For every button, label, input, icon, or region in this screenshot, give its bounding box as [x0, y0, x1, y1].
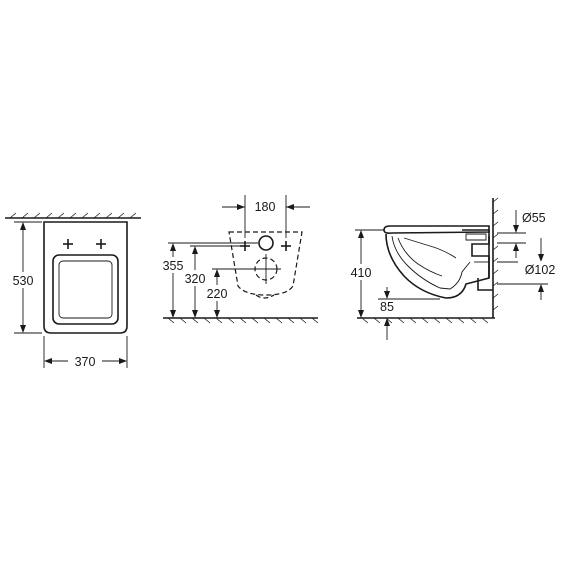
fixing-cross-icon	[96, 239, 106, 249]
side-outlet-height-label: 85	[380, 300, 394, 314]
dimension-320: 320	[179, 246, 211, 318]
fixing-cross-icon	[240, 241, 250, 251]
dimension-530: 530	[6, 221, 42, 334]
front-view: 530 370	[5, 212, 141, 369]
side-bowl-outer	[385, 233, 490, 299]
front-seat-outer	[52, 254, 119, 325]
front-bowl-outline	[43, 221, 128, 334]
rear-height-355-label: 355	[163, 259, 184, 273]
fixing-cross-icon	[63, 239, 73, 249]
side-connector	[462, 229, 490, 278]
wall-hatching-front	[9, 212, 137, 219]
side-view: 410 85 Ø55	[345, 197, 562, 340]
rear-spacing-label: 180	[255, 200, 276, 214]
wall-hatching-side	[492, 197, 499, 311]
front-height-label: 530	[13, 274, 34, 288]
floor-hatching-rear	[167, 317, 319, 324]
floor-hatching-side	[361, 317, 489, 324]
dimension-220: 220	[200, 269, 234, 318]
rear-mounting-outline	[228, 231, 303, 296]
front-width-label: 370	[75, 355, 96, 369]
dimension-85: 85	[378, 287, 440, 340]
dimension-370: 370	[43, 336, 128, 369]
rear-view: 180 355 320 220	[157, 195, 319, 324]
dimension-outlet-102: Ø102	[497, 238, 562, 300]
side-bowl-inner	[391, 235, 471, 290]
dimension-180: 180	[222, 195, 310, 238]
side-inlet-diameter-label: Ø55	[522, 211, 546, 225]
rear-inlet-circle	[258, 235, 274, 251]
dimension-inlet-55: Ø55	[497, 210, 546, 258]
side-height-label: 410	[351, 266, 372, 280]
dimension-355: 355	[157, 243, 189, 318]
fixing-cross-icon	[281, 241, 291, 251]
front-seat-inner	[58, 260, 113, 319]
rear-height-320-label: 320	[185, 272, 206, 286]
dimension-410: 410	[345, 229, 384, 318]
side-seat	[383, 225, 490, 234]
side-outlet-diameter-label: Ø102	[525, 263, 556, 277]
rear-height-220-label: 220	[207, 287, 228, 301]
